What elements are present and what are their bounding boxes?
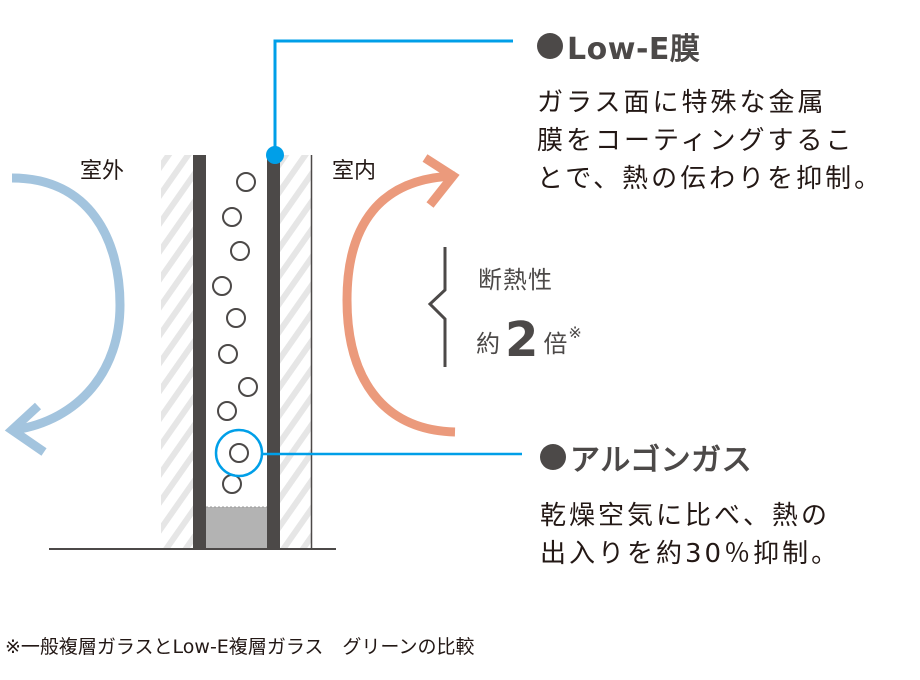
low-e-desc-line: 膜をコーティングするこ: [537, 126, 855, 156]
spacer: [206, 507, 267, 548]
footnote: ※一般複層ガラスとLow-E複層ガラス グリーンの比較: [5, 636, 475, 658]
effect-suffix: 倍: [543, 330, 569, 358]
argon-desc-line: 乾燥空気に比べ、熱の: [540, 501, 831, 531]
bullet-icon: [537, 33, 563, 59]
outer-glass-edge: [193, 155, 206, 548]
argon-desc-line: 出入りを約30％抑制。: [540, 539, 841, 569]
effect-note-mark: ※: [568, 323, 583, 342]
low-e-desc-line: ガラス面に特殊な金属: [537, 88, 827, 118]
inner-glass-pane: [280, 155, 311, 548]
bullet-icon: [540, 444, 566, 470]
low-e-description: ガラス面に特殊な金属 膜をコーティングするこ とで、熱の伝わりを抑制。: [537, 84, 883, 198]
outdoor-label: 室外: [80, 159, 125, 184]
argon-heading: アルゴンガス: [540, 435, 752, 479]
low-e-callout-line: [273, 39, 513, 155]
low-e-callout-dot: [266, 146, 284, 164]
argon-title: アルゴンガス: [570, 443, 753, 478]
low-e-coating: [267, 155, 280, 548]
argon-description: 乾燥空気に比べ、熱の 出入りを約30％抑制。: [540, 497, 840, 573]
indoor-heat-arrow: [342, 154, 460, 437]
outer-glass-pane: [161, 155, 193, 548]
low-e-title: Low-E膜: [567, 32, 701, 67]
effect-prefix: 約: [476, 330, 501, 358]
outdoor-heat-arrow: [4, 173, 125, 456]
low-e-desc-line: とで、熱の伝わりを抑制。: [537, 164, 884, 194]
low-e-heading: Low-E膜: [537, 24, 700, 68]
effect-multiplier: 2: [505, 312, 540, 368]
insulation-effect-title: 断熱性: [478, 266, 553, 294]
indoor-label: 室内: [332, 159, 377, 184]
effect-brace: [427, 247, 447, 367]
